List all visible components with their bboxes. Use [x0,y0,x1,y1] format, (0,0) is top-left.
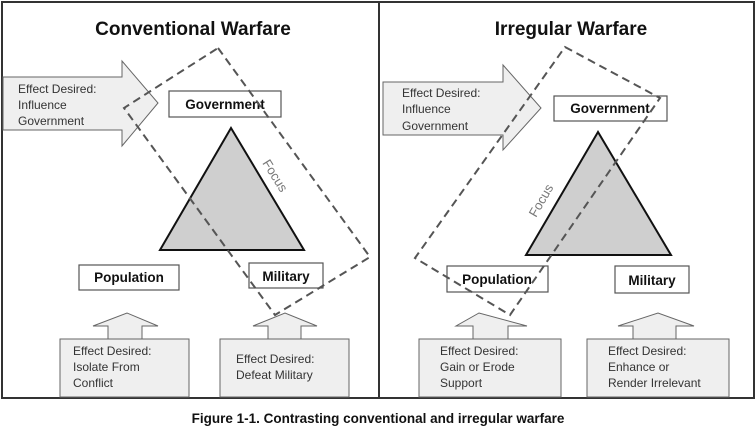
triangle [524,130,673,256]
effect-arrow-military [252,312,318,340]
effect-text: Render Irrelevant [608,376,701,390]
triangle [158,126,306,251]
figure-caption: Figure 1-1. Contrasting conventional and… [192,411,565,426]
effect-text: Conflict [73,376,114,390]
effect-box-military [586,338,730,398]
effect-text: Gain or Erode [440,360,515,374]
government-label: Government [570,101,650,116]
effect-text: Influence [18,98,67,112]
population-node [78,264,180,291]
effect-arrow-population [454,312,528,340]
effect-text: Influence [402,102,451,116]
effect-label: Effect Desired: [236,352,314,366]
effect-label: Effect Desired: [73,344,151,358]
effect-text: Enhance or [608,360,669,374]
effect-label: Effect Desired: [608,344,686,358]
military-label: Military [262,269,310,284]
effect-label: Effect Desired: [402,86,480,100]
focus-region [122,46,372,317]
panel-title: Conventional Warfare [95,19,291,40]
effect-text: Government [402,119,469,133]
military-label: Military [628,273,676,288]
effect-text: Government [18,114,85,128]
population-label: Population [94,270,164,285]
effect-label: Effect Desired: [18,82,96,96]
panel-title: Irregular Warfare [495,19,647,40]
effect-arrow-military [617,312,695,340]
effect-box-population [59,338,190,398]
irregular-warfare-panel: Irregular Warfare Effect Desired: Influe… [382,19,730,398]
government-node [168,90,282,118]
effect-arrow-government [2,59,159,148]
military-node [248,262,324,289]
effect-arrow-government [382,63,542,152]
population-node [446,265,549,293]
conventional-warfare-panel: Conventional Warfare Effect Desired: Inf… [2,19,372,398]
focus-region [413,45,662,317]
effect-text: Isolate From [73,360,140,374]
effect-label: Effect Desired: [440,344,518,358]
government-label: Government [185,97,265,112]
effect-box-military [219,338,350,398]
military-node [614,265,690,294]
effect-text: Support [440,376,483,390]
population-label: Population [462,272,532,287]
effect-text: Defeat Military [236,368,313,382]
effect-arrow-population [92,312,159,340]
effect-box-population [418,338,562,398]
